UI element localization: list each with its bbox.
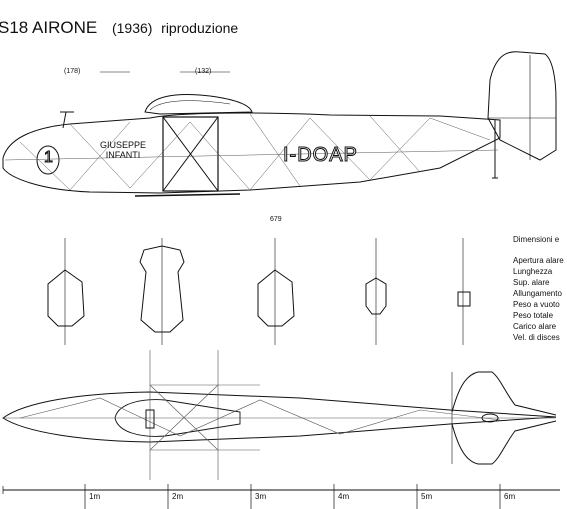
fuselage-top-outline [2,391,557,443]
scale-label-6m: 6m [504,492,516,501]
pilot-name-line1: GIUSEPPE [100,140,147,150]
title-subtitle: riproduzione [161,20,239,36]
specs-heading: Dimensioni e [513,235,560,244]
section-3 [257,269,295,327]
cross-sections [47,238,471,345]
fuselage-side-outline [2,112,501,194]
specs-panel: Dimensioni e Apertura alare Lunghezza Su… [513,234,564,343]
title-name: S18 AIRONE [0,18,98,37]
spec-item: Lunghezza [513,267,553,276]
section-4 [365,277,387,315]
spec-item: Vel. di disces [513,333,560,342]
spec-item: Apertura alare [513,256,564,265]
section-5 [457,291,471,307]
nose-disc [36,145,60,175]
spec-item: Sup. alare [513,278,550,287]
scale-bar [2,484,560,509]
station-label-1: (178) [64,68,81,75]
drawing-title: S18 AIRONE (1936) riproduzione [0,18,238,38]
title-year: (1936) [111,20,153,36]
station-label-2: (132) [195,68,212,75]
tail-fin [487,51,557,161]
spec-item: Allungamento [513,289,562,298]
pilot-name: GIUSEPPE INFANTI [100,140,146,160]
spec-item: Carico alare [513,322,557,331]
section-1 [47,269,85,327]
side-view [2,51,557,197]
section-2 [139,245,185,333]
registration-mark: I-DOAP [283,144,358,167]
scale-label-2m: 2m [172,492,184,501]
top-view [2,350,557,480]
scale-label-4m: 4m [338,492,350,501]
canopy [144,94,253,115]
spec-item: Peso totale [513,311,554,320]
scale-label-5m: 5m [421,492,433,501]
length-label: 679 [270,216,282,223]
nose-number: 1 [44,149,54,167]
pilot-name-line2: INFANTI [105,150,141,160]
scale-label-3m: 3m [255,492,267,501]
scale-label-1m: 1m [89,492,101,501]
spec-item: Peso a vuoto [513,300,560,309]
tailplane [451,371,557,465]
